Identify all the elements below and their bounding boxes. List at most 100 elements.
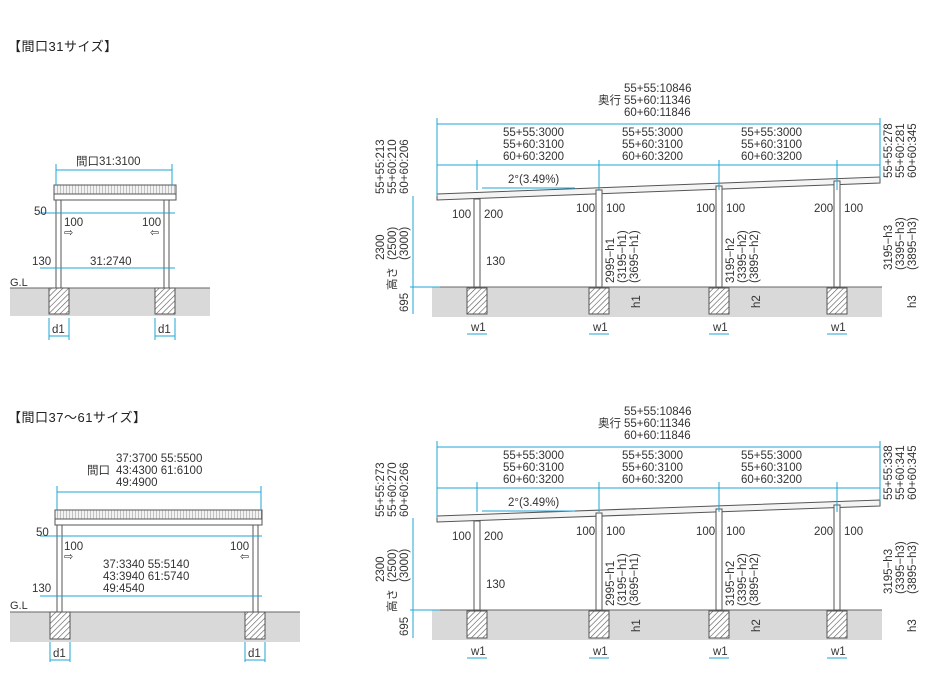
span3-line-2: 55+60:3100: [741, 462, 802, 474]
d1-left: d1: [52, 324, 65, 336]
span1-line-1: 55+55:3000: [503, 127, 564, 139]
height-1: 2300: [375, 234, 387, 260]
span2-line-1: 55+55:3000: [622, 450, 683, 462]
ground: [10, 288, 210, 316]
h1-label: h1: [631, 619, 643, 632]
w1-3: w1: [712, 646, 728, 658]
post2-100b: 100: [606, 526, 625, 538]
w1-1: w1: [470, 646, 486, 658]
post3-100b: 100: [726, 203, 745, 215]
right-100-label: 100: [230, 541, 249, 553]
svg-text:⇨: ⇨: [64, 551, 73, 563]
post-1: [473, 198, 481, 288]
height-label: 高さ: [385, 267, 399, 290]
inner-line-3: 49:4540: [103, 583, 145, 595]
d1-right: d1: [248, 648, 261, 660]
roof-slope: [436, 176, 881, 201]
post1-130: 130: [486, 579, 505, 591]
front-width-label: 間口31:3100: [76, 155, 141, 168]
span2-line-3: 60+60:3200: [622, 151, 683, 163]
left-dim-3: 60+60:206: [399, 139, 411, 194]
h2-line-3: (3895−h2): [749, 553, 761, 606]
inner-line-1: 37:3340 55:5140: [103, 559, 189, 571]
h3-line-2: (3395−h3): [895, 541, 907, 594]
depth-label: 奥行: [598, 416, 621, 430]
h3-label: h3: [907, 619, 919, 632]
front-width-line-1: 37:3700 55:5500: [116, 453, 202, 465]
span3-line-3: 60+60:3200: [741, 151, 802, 163]
h3-line-2: (3395−h3): [895, 217, 907, 270]
h1-line-2: (3195−h1): [617, 230, 629, 283]
h2-label: h2: [751, 295, 763, 308]
depth-line-1: 55+55:10846: [624, 406, 691, 418]
svg-text:⇦: ⇦: [240, 551, 249, 563]
side-view-37-61: 奥行 55+55:10846 55+60:11346 60+60:11846 5…: [375, 406, 919, 659]
left-dim-3: 60+60:266: [399, 462, 411, 517]
depth-line-3: 60+60:11846: [624, 107, 691, 119]
right-dim-2: 55+60:341: [895, 445, 907, 500]
post-3: [715, 185, 723, 288]
h1-line-3: (3695−h1): [629, 230, 641, 283]
span1-line-2: 55+60:3100: [503, 139, 564, 151]
section-heading-31: 【間口31サイズ】: [8, 39, 118, 54]
left-100-label: 100: [64, 217, 83, 229]
roof: [53, 184, 177, 195]
left-100-label: 100: [64, 541, 83, 553]
depth-line-2: 55+60:11346: [624, 418, 691, 430]
h2-line-3: (3895−h2): [749, 230, 761, 283]
h3-label: h3: [907, 295, 919, 308]
span2-line-3: 60+60:3200: [622, 474, 683, 486]
front-width-line-2: 43:4300 61:6100: [116, 465, 202, 477]
ground: [432, 287, 882, 317]
post1-200: 200: [484, 531, 503, 543]
post1-130: 130: [486, 256, 505, 268]
w1-2: w1: [592, 646, 608, 658]
height-3: (3000): [399, 227, 411, 260]
front-width-prefix: 間口: [87, 464, 110, 477]
slope-label: 2°(3.49%): [508, 174, 559, 186]
post1-100: 100: [452, 209, 471, 221]
depth-line-1: 55+55:10846: [624, 83, 691, 95]
svg-text:⇨: ⇨: [64, 227, 73, 239]
base-label: 695: [399, 617, 411, 636]
front-view-31: G.L 間口31:3100 50 130 100 100 ⇨ ⇦ 31:2740…: [10, 155, 210, 340]
right-dim-3: 60+60:345: [907, 445, 919, 500]
svg-text:⇦: ⇦: [150, 227, 159, 239]
span2-line-2: 55+60:3100: [622, 462, 683, 474]
right-dim-1: 55+55:338: [883, 445, 895, 500]
post-4: [833, 180, 841, 288]
right-dim-2: 55+60:281: [895, 123, 907, 178]
left-dim-2: 55+60:210: [387, 139, 399, 194]
h50-label: 50: [34, 206, 47, 218]
inner-width-label: 31:2740: [90, 256, 132, 268]
post4-100: 100: [844, 526, 863, 538]
post2-100a: 100: [576, 203, 595, 215]
height-2: (2500): [387, 227, 399, 260]
h1-line-1: 2995−h1: [605, 238, 617, 283]
left-dim-2: 55+60:270: [387, 462, 399, 517]
depth-line-3: 60+60:11846: [624, 430, 691, 442]
post4-100: 100: [844, 203, 863, 215]
h1-line-1: 2995−h1: [605, 561, 617, 606]
right-dim-1: 55+55:278: [883, 123, 895, 178]
d1-left: d1: [53, 648, 66, 660]
h3-line-1: 3195−h3: [883, 225, 895, 270]
right-dim-3: 60+60:345: [907, 123, 919, 178]
post2-100a: 100: [576, 526, 595, 538]
front-width-line-3: 49:4900: [116, 477, 158, 489]
post2-100b: 100: [606, 203, 625, 215]
post1-200: 200: [484, 209, 503, 221]
span3-line-1: 55+55:3000: [741, 450, 802, 462]
post3-100a: 100: [696, 203, 715, 215]
side-view-31: 奥行 55+55:10846 55+60:11346 60+60:11846 5…: [375, 83, 919, 335]
w1-2: w1: [592, 322, 608, 334]
height-3: (3000): [399, 549, 411, 582]
h3-line-3: (3895−h3): [907, 217, 919, 270]
height-label: 高さ: [385, 589, 399, 612]
post4-200: 200: [814, 526, 833, 538]
h2-line-2: (3395−h2): [737, 230, 749, 283]
post1-100: 100: [452, 531, 471, 543]
right-100-label: 100: [142, 217, 161, 229]
height-1: 2300: [375, 556, 387, 582]
h2-line-1: 3195−h2: [725, 238, 737, 283]
